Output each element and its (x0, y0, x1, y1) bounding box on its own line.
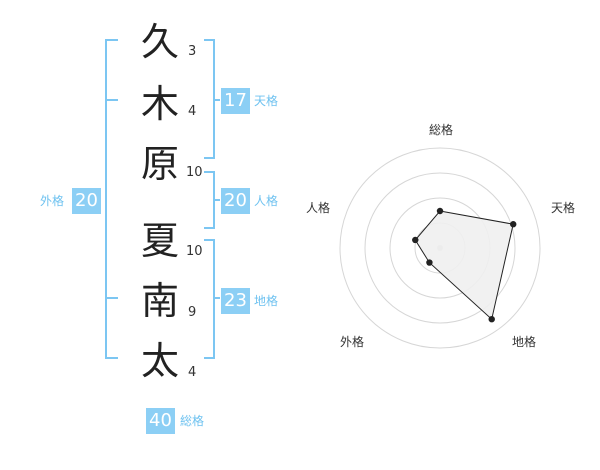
stroke-count-3: 10 (186, 165, 203, 180)
jinkaku-label: 人格 (254, 194, 279, 208)
tenkaku-label: 天格 (254, 94, 279, 108)
radar-axis-label-chikaku: 地格 (511, 335, 536, 349)
name-char-6: 太 (140, 339, 179, 383)
radar-ring-3 (364, 172, 516, 324)
radar-axis-label-tenkaku: 天格 (550, 201, 575, 215)
radar-point-4 (426, 259, 433, 266)
name-char-4: 夏 (140, 219, 179, 263)
gaikaku-label: 外格 (40, 194, 65, 208)
tenkaku-value-badge: 17 (221, 88, 250, 114)
name-char-3: 原 (140, 142, 179, 186)
name-char-2: 木 (140, 82, 179, 126)
radar-axis-label-soukaku: 総格 (428, 123, 453, 137)
radar-ring-4 (339, 147, 541, 349)
stroke-count-4: 10 (186, 244, 203, 259)
gaikaku-bracket (105, 39, 118, 359)
chikaku-label: 地格 (254, 294, 279, 308)
radar-axis-label-gaikaku: 外格 (339, 335, 364, 349)
radar-point-3 (488, 315, 495, 323)
radar-point-2 (510, 221, 517, 228)
radar-axis-label-jinkaku: 人格 (305, 201, 330, 215)
radar-point-5 (412, 236, 419, 244)
stroke-count-1: 3 (188, 44, 197, 59)
soukaku-value-badge: 40 (146, 408, 175, 434)
radar-data-polygon (414, 210, 514, 321)
name-char-1: 久 (140, 20, 179, 64)
chikaku-value-badge: 23 (221, 288, 250, 314)
soukaku-label: 総格 (180, 414, 205, 428)
radar-point-1 (436, 207, 444, 215)
stroke-count-6: 4 (188, 365, 197, 380)
stroke-count-2: 4 (188, 104, 197, 119)
gaikaku-value-badge: 20 (72, 188, 101, 214)
jinkaku-value-badge: 20 (221, 188, 250, 214)
name-char-5: 南 (140, 279, 179, 323)
stroke-count-5: 9 (188, 305, 197, 320)
